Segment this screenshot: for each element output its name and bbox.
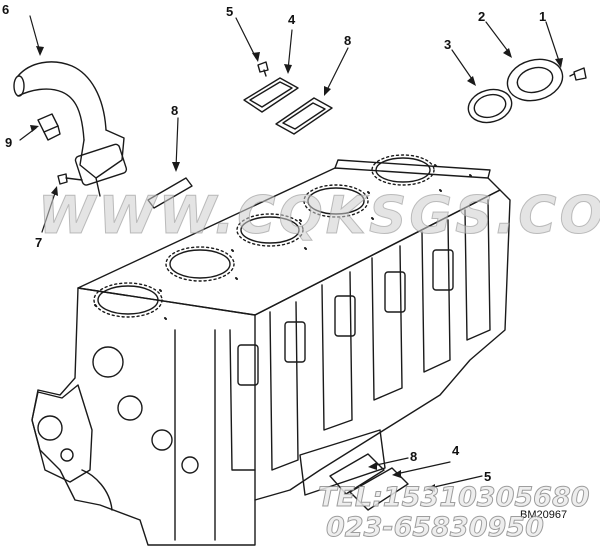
- callout-8-bottom: 8: [410, 449, 418, 464]
- callout-9: 9: [5, 135, 13, 150]
- water-outlet-elbow: [13, 61, 128, 197]
- gasket-ring: [467, 88, 513, 124]
- thermostat-housing: [506, 58, 564, 102]
- bolt-5-top: [257, 61, 269, 77]
- website-watermark: WWW.CQKSGS.COM: [37, 186, 600, 247]
- cover-plate-bottom: [329, 453, 409, 511]
- callout-5-bottom: 5: [484, 469, 492, 484]
- callout-4-bottom: 4: [452, 443, 460, 458]
- callout-5-top: 5: [226, 4, 234, 19]
- phone-watermark: 023-65830950: [326, 512, 545, 544]
- callout-8-mid: 8: [171, 103, 179, 118]
- callout-4-top: 4: [288, 12, 296, 27]
- callout-3: 3: [444, 37, 452, 52]
- callout-1: 1: [539, 9, 547, 24]
- tel-watermark: TEL:15310305680: [318, 482, 591, 514]
- cylinder-block: [31, 154, 511, 546]
- gasket-mid: [147, 177, 193, 209]
- drawing-code: BM20967: [520, 509, 568, 521]
- gasket-top: [275, 97, 333, 135]
- callout-7: 7: [35, 235, 43, 250]
- callout-2: 2: [478, 9, 486, 24]
- bolt-7: [57, 173, 83, 185]
- callout-8-top: 8: [344, 33, 352, 48]
- cover-plate-top: [243, 77, 299, 113]
- bolt-1: [569, 67, 587, 81]
- callout-6: 6: [2, 2, 10, 17]
- fitting-9: [37, 113, 61, 141]
